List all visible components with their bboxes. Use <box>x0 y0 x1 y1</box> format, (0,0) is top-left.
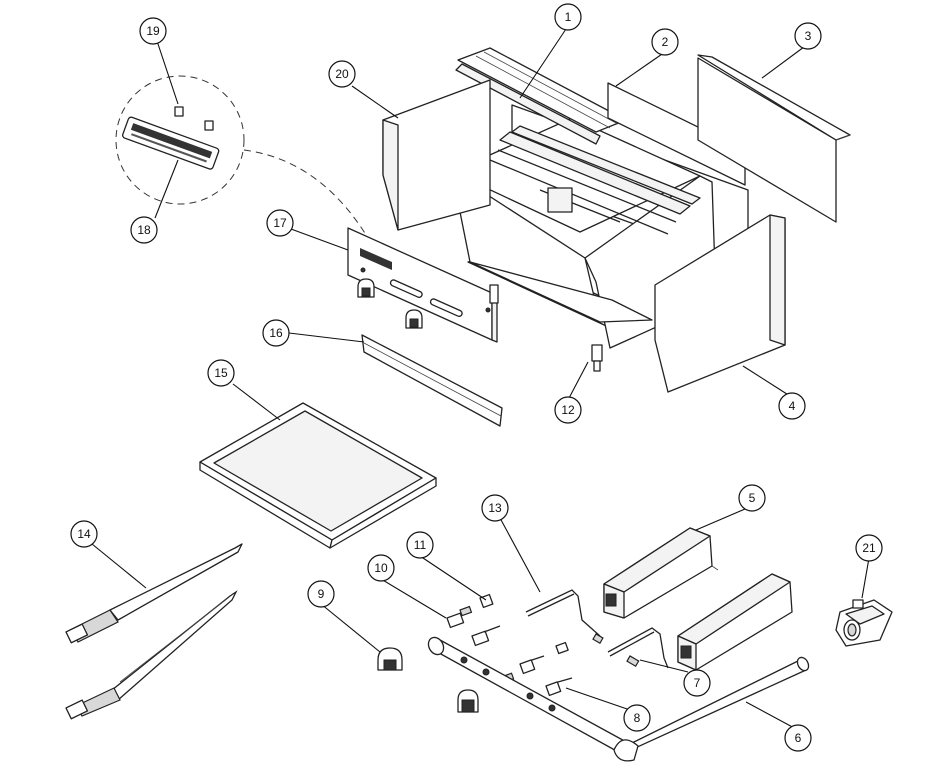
callout-13: 13 <box>481 494 509 522</box>
callout-label-20: 20 <box>335 67 349 81</box>
callout-label-5: 5 <box>749 491 756 505</box>
callout-21: 21 <box>855 534 883 562</box>
knob-part <box>377 647 403 671</box>
callout-label-15: 15 <box>214 366 228 380</box>
callout-12: 12 <box>554 396 582 424</box>
control-knobs-upper <box>357 278 423 329</box>
callout-6: 6 <box>784 724 812 752</box>
main-chassis-body <box>451 104 749 372</box>
callout-label-17: 17 <box>273 216 287 230</box>
callout-16: 16 <box>262 319 290 347</box>
drip-tray <box>199 402 437 549</box>
gas-manifold-pipe <box>427 636 810 762</box>
callout-4: 4 <box>778 392 806 420</box>
callout-17: 17 <box>266 209 294 237</box>
callout-8: 8 <box>623 704 651 732</box>
valves-and-fittings <box>446 593 573 697</box>
leader-lines <box>91 25 870 731</box>
callout-5: 5 <box>738 484 766 512</box>
knob-lower <box>457 689 479 713</box>
callout-label-1: 1 <box>565 10 572 24</box>
infrared-burners <box>603 527 793 671</box>
callout-label-8: 8 <box>634 711 641 725</box>
callout-label-2: 2 <box>662 35 669 49</box>
callout-label-11: 11 <box>414 538 427 552</box>
rotisserie-skewers <box>65 543 243 720</box>
callout-label-13: 13 <box>488 501 502 515</box>
callout-3: 3 <box>794 22 822 50</box>
callout-label-14: 14 <box>77 527 91 541</box>
callout-label-12: 12 <box>561 403 575 417</box>
callout-20: 20 <box>328 60 356 88</box>
callout-label-6: 6 <box>795 731 802 745</box>
callout-15: 15 <box>207 359 235 387</box>
callout-10: 10 <box>367 554 395 582</box>
callout-11: 11 <box>406 531 434 559</box>
callout-14: 14 <box>70 520 98 548</box>
callout-label-21: 21 <box>862 541 876 555</box>
callout-18: 18 <box>130 216 158 244</box>
callout-1: 1 <box>554 3 582 31</box>
callout-label-7: 7 <box>694 676 701 690</box>
callout-label-4: 4 <box>789 399 796 413</box>
callout-label-18: 18 <box>137 223 151 237</box>
callout-label-9: 9 <box>318 587 325 601</box>
left-side-panel <box>382 79 491 231</box>
front-angle-trim <box>361 334 503 427</box>
callout-label-10: 10 <box>374 561 388 575</box>
rear-panel <box>697 54 851 223</box>
right-side-panel <box>654 214 786 393</box>
callout-7: 7 <box>683 669 711 697</box>
gas-tubes <box>525 589 669 669</box>
callout-19: 19 <box>139 17 167 45</box>
callout-label-16: 16 <box>269 326 283 340</box>
callout-2: 2 <box>651 28 679 56</box>
callout-label-19: 19 <box>146 24 160 38</box>
front-control-panel <box>347 227 498 343</box>
callout-9: 9 <box>307 580 335 608</box>
nameplate-detail-bubble <box>115 75 369 239</box>
gas-regulator <box>835 599 893 647</box>
callout-label-3: 3 <box>805 29 812 43</box>
